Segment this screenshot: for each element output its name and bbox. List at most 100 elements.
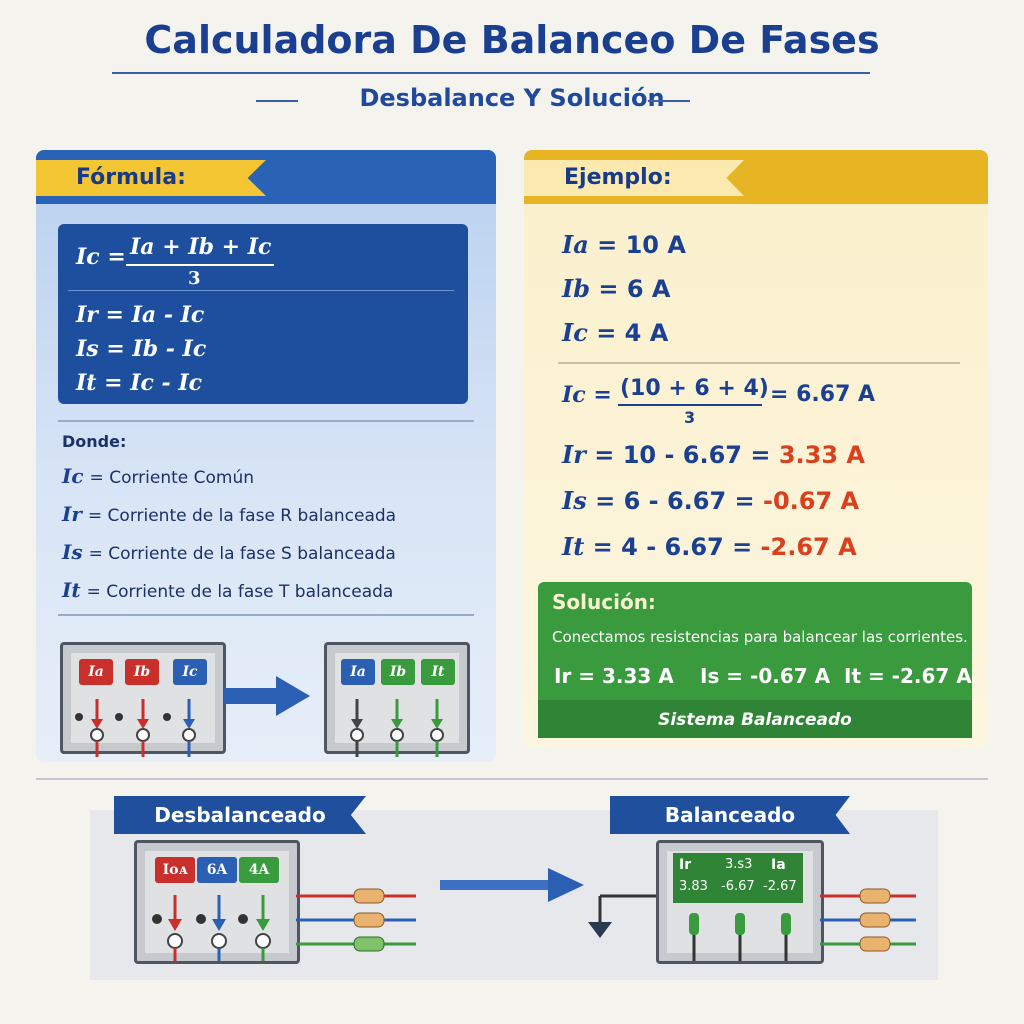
page-title: Calculadora De Balanceo De Fases <box>144 18 880 62</box>
example-ic-lhs-text: Ic = <box>562 382 612 408</box>
example-value: = 10 A <box>597 231 686 259</box>
resistors-icon <box>820 888 916 952</box>
solution-label: Solución: <box>552 590 656 614</box>
example-ic-numerator: (10 + 6 + 4) <box>620 376 769 401</box>
formula-panel: Fórmula: Ic = Ia + Ib + Ic 3 Ir = Ia - I… <box>36 150 496 762</box>
example-symbol: Ib <box>562 274 591 303</box>
bottom-separator <box>36 778 988 780</box>
display-value-it: -2.67 <box>763 879 797 894</box>
example-fraction-bar <box>618 404 762 406</box>
display-value-ir: 3.83 <box>679 879 708 894</box>
definition-text: = Corriente Común <box>89 468 255 488</box>
example-label: Ejemplo: <box>524 160 744 196</box>
formula-it: It = Ic - Ic <box>76 370 203 396</box>
definitions-label: Donde: <box>62 432 127 451</box>
definitions-separator <box>58 614 474 616</box>
balanced-values-display <box>673 853 803 903</box>
solution-text: Conectamos resistencias para balancear l… <box>552 628 968 646</box>
tag-it: It <box>421 659 455 685</box>
solution-footer: Sistema Balanceado <box>538 700 972 738</box>
example-symbol: Ir <box>562 440 586 469</box>
title-underline <box>112 72 870 74</box>
definition-symbol: It <box>62 578 81 602</box>
device-arrows-icon <box>152 895 271 961</box>
definition-ic: Ic= Corriente Común <box>62 464 254 488</box>
definition-symbol: Ir <box>62 502 82 526</box>
device-arrows-icon <box>350 699 444 757</box>
formula-ic-numerator: Ia + Ib + Ic <box>130 234 272 260</box>
example-ic: Ic = 4 A <box>562 318 668 347</box>
solution-ir: Ir = 3.33 A <box>554 664 674 688</box>
device-unbalanced-top: Ia Ib Ic <box>60 642 226 757</box>
example-expr: = 6 - 6.67 = <box>595 487 755 515</box>
formula-is: Is = Ib - Ic <box>76 336 207 362</box>
example-ic-result: = 6.67 A <box>770 382 876 407</box>
definition-ir: Ir= Corriente de la fase R balanceada <box>62 502 396 526</box>
unbalanced-label: Desbalanceado <box>114 796 366 834</box>
device-arrows-icon <box>75 699 196 757</box>
solution-system-label: Sistema Balanceado <box>658 710 852 730</box>
solution-is: Is = -0.67 A <box>700 664 831 688</box>
balanced-label: Balanceado <box>610 796 850 834</box>
device-resistors-icon <box>689 913 791 961</box>
example-result-value: -0.67 A <box>762 487 860 515</box>
example-ib: Ib = 6 A <box>562 274 670 303</box>
tag-ib: Ib <box>381 659 415 685</box>
formula-separator <box>58 420 474 422</box>
example-ir: Ir = 10 - 6.67 = 3.33 A <box>562 440 865 469</box>
device-balanced-top: Ia Ib It <box>324 642 470 757</box>
solution-box: Solución: Conectamos resistencias para b… <box>538 582 972 738</box>
definition-symbol: Ic <box>62 464 84 488</box>
example-value: = 6 A <box>598 275 671 303</box>
formula-ir: Ir = Ia - Ic <box>76 302 205 328</box>
device-balanced-bottom: Ir 3.s3 Ia 3.83 -6.67 -2.67 <box>656 840 824 964</box>
tag-ia-value: Ioᴀ <box>155 857 195 883</box>
example-ic-denominator: 3 <box>684 408 696 427</box>
tag-ib-value: 6A <box>197 857 237 883</box>
formula-fraction-bar <box>126 264 274 266</box>
definition-text: = Corriente de la fase S balanceada <box>88 544 396 564</box>
tag-ic: Ic <box>173 659 207 685</box>
example-separator <box>558 362 960 364</box>
page-subtitle: Desbalance Y Solución <box>359 84 665 112</box>
definition-text: = Corriente de la fase T balanceada <box>86 582 394 602</box>
example-it: It = 4 - 6.67 = -2.67 A <box>562 532 857 561</box>
display-label-is: 3.s3 <box>725 857 753 872</box>
solution-it: It = -2.67 A <box>844 664 972 688</box>
tag-ic-value: 4A <box>239 857 279 883</box>
display-value-is: -6.67 <box>721 879 755 894</box>
definition-it: It= Corriente de la fase T balanceada <box>62 578 393 602</box>
example-value: = 4 A <box>596 319 669 347</box>
example-ia: Ia = 10 A <box>562 230 686 259</box>
example-ic-lhs: Ic = <box>562 382 612 408</box>
example-is: Is = 6 - 6.67 = -0.67 A <box>562 486 859 515</box>
transform-arrow-icon <box>224 676 310 716</box>
subtitle-dash-left <box>256 100 298 102</box>
tag-ia: Ia <box>79 659 113 685</box>
example-result-value: -2.67 A <box>760 533 857 561</box>
example-symbol: Ia <box>562 230 589 259</box>
device-unbalanced-bottom: Ioᴀ 6A 4A <box>134 840 300 964</box>
definition-symbol: Is <box>62 540 83 564</box>
subtitle-dash-right <box>648 100 690 102</box>
example-panel: Ejemplo: Ia = 10 A Ib = 6 A Ic = 4 A Ic … <box>524 150 988 748</box>
display-label-it: Ia <box>771 857 786 873</box>
definition-is: Is= Corriente de la fase S balanceada <box>62 540 396 564</box>
formula-ic-denominator: 3 <box>188 268 201 289</box>
example-result-value: 3.33 A <box>778 441 865 469</box>
example-symbol: Is <box>562 486 587 515</box>
example-expr: = 10 - 6.67 = <box>594 441 771 469</box>
tag-ib: Ib <box>125 659 159 685</box>
formula-box: Ic = Ia + Ib + Ic 3 Ir = Ia - Ic Is = Ib… <box>58 224 468 404</box>
tag-ia: Ia <box>341 659 375 685</box>
example-symbol: It <box>562 532 585 561</box>
resistors-icon <box>296 888 416 952</box>
formula-label: Fórmula: <box>36 160 266 196</box>
bottom-transform-arrow-icon <box>440 868 584 902</box>
formula-ic-lhs: Ic = <box>76 244 126 270</box>
formula-divider <box>68 290 454 291</box>
ground-icon <box>588 894 656 938</box>
display-label-ir: Ir <box>679 857 692 873</box>
example-symbol: Ic <box>562 318 588 347</box>
example-expr: = 4 - 6.67 = <box>592 533 753 561</box>
